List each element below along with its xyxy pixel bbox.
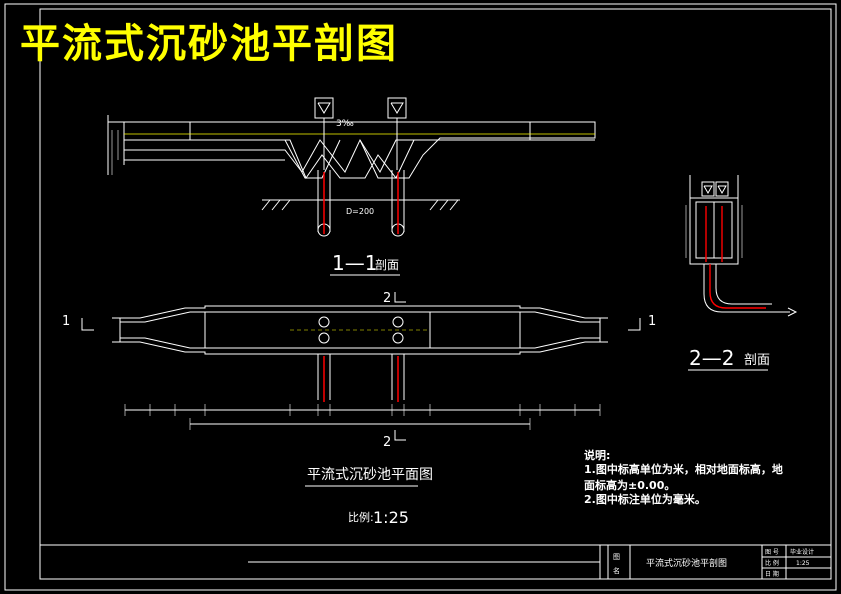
section-marker-2-bottom: 2 [383,435,391,450]
section-marker-1-right: 1 [648,314,656,329]
scale-value: 1:25 [373,508,409,527]
drawing-title: 平流式沉砂池平剖图 [20,21,398,67]
title-block-row2-value: 1:25 [796,560,810,567]
section-1-1-suffix: 剖面 [375,258,399,272]
section-2-2-drawing [685,175,798,317]
section-marker-2-top: 2 [383,291,391,306]
plan-view-pipes [323,356,399,402]
section-2-2-number: 2—2 [689,346,734,370]
section-marker-1-left-bracket [81,318,94,331]
scale-label: 比例: [348,510,374,524]
notes-line-1: 1.图中标高单位为米，相对地面标高，地 [584,462,783,476]
notes-heading: 说明: [584,448,610,462]
slope-label: 3‰ [336,119,354,129]
title-block-label-top: 图 [613,553,620,561]
section-1-1-number: 1—1 [332,251,377,275]
plan-title: 平流式沉砂池平面图 [307,467,433,483]
inner-border [39,8,832,580]
outer-border [4,3,837,591]
title-block-row2-label: 比 例 [765,559,779,567]
title-block-row3-label: 日 期 [765,570,779,578]
title-block-row1-label: 图 号 [765,549,779,556]
notes-line-3: 2.图中标注单位为毫米。 [584,492,706,506]
section-marker-1-right-bracket [628,318,641,331]
title-block-row1-value: 毕业设计 [790,548,814,556]
plan-view-drawing [112,305,608,430]
section-marker-2-bottom-bracket [394,430,406,441]
section-2-2-pipes [705,206,766,309]
title-block [40,544,831,579]
notes-line-2: 面标高为±0.00。 [584,478,675,492]
title-block-label-bottom: 名 [613,566,620,575]
section-1-1-drawing [107,115,596,237]
elevation-markers [314,97,407,170]
section-1-1-pipes [323,172,399,234]
section-marker-1-left: 1 [62,314,70,329]
section-marker-2-top-bracket [394,292,406,303]
title-block-drawing-name: 平流式沉砂池平剖图 [646,557,727,569]
pipe-diameter-label: D=200 [346,207,374,216]
section-2-2-suffix: 剖面 [744,353,770,368]
